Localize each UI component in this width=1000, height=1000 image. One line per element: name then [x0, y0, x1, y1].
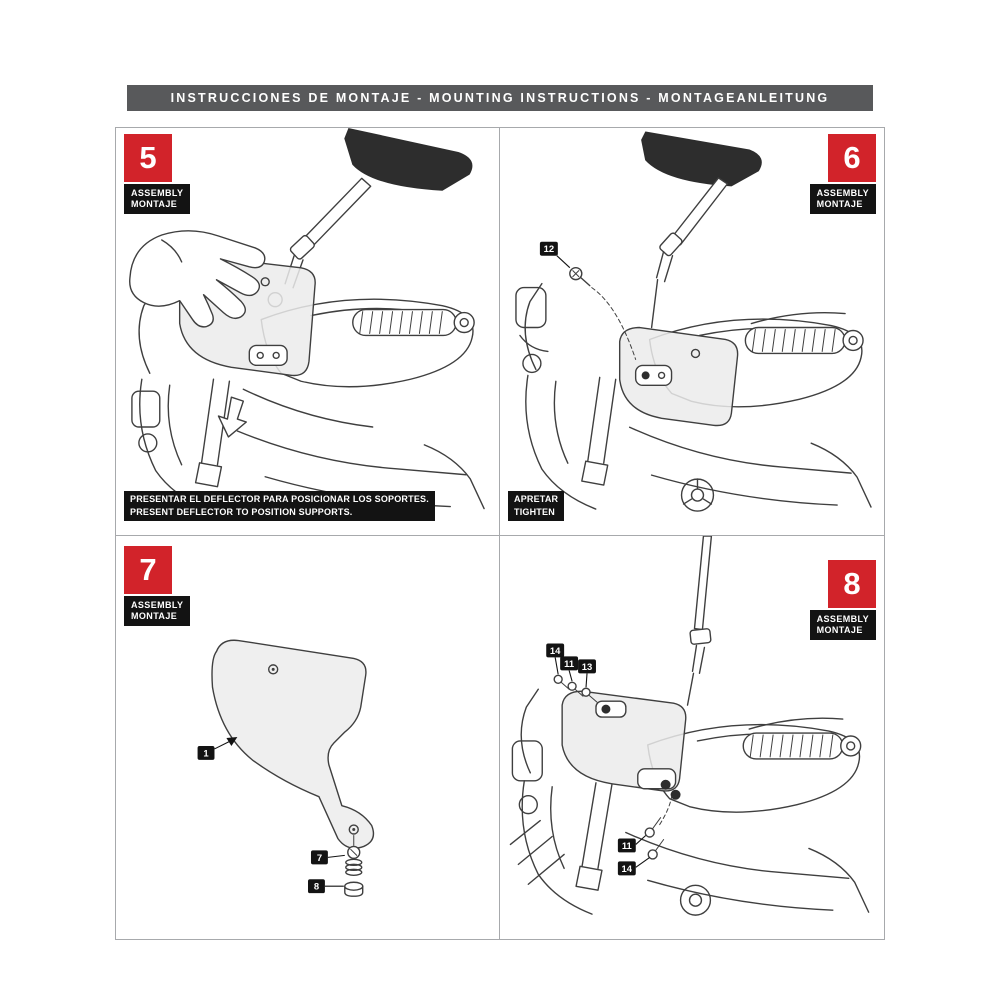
mirror-stem: [686, 536, 713, 706]
grip-hatch: [749, 734, 834, 758]
step-number: 5: [124, 134, 172, 182]
caption-line: APRETAR: [514, 494, 559, 504]
step-number: 8: [828, 560, 876, 608]
part-tag-14-bottom: 14: [617, 856, 651, 876]
illustration-step-5: [129, 128, 485, 512]
part-tag-label: 7: [317, 853, 322, 864]
deflector: [618, 326, 739, 427]
step-label: ASSEMBLY MONTAJE: [124, 184, 191, 214]
screw-icon: [569, 266, 637, 360]
part-tag-label: 12: [544, 244, 555, 255]
part-tag-12: 12: [539, 241, 571, 269]
mirror-icon: [284, 128, 473, 289]
illustration-step-7: 1 7 8: [197, 639, 375, 897]
panel-step-8: 14 11 13 11: [500, 536, 884, 939]
deflector-part: [211, 639, 375, 849]
screws-top: [553, 674, 598, 703]
step-label-line: MONTAJE: [816, 625, 863, 635]
mirror-icon: [641, 131, 762, 329]
handguard: [647, 717, 862, 813]
step-label-line: MONTAJE: [131, 199, 178, 209]
part-tag-label: 14: [550, 646, 561, 657]
part-tag-label: 11: [622, 841, 632, 852]
caption: PRESENTAR EL DEFLECTOR PARA POSICIONAR L…: [124, 491, 435, 521]
part-tag-7: 7: [310, 850, 345, 865]
panel-step-7: 1 7 8 7 ASSEMBLY MONTAJE: [116, 536, 500, 939]
step-label-line: ASSEMBLY: [816, 188, 869, 198]
handguard: [260, 298, 475, 388]
motorcycle-body: [509, 688, 870, 916]
caption: APRETAR TIGHTEN: [508, 491, 565, 521]
step-label-line: ASSEMBLY: [131, 188, 184, 198]
part-tag-13-top: 13: [578, 659, 596, 688]
step-label: ASSEMBLY MONTAJE: [124, 596, 191, 626]
grommet: [344, 881, 364, 897]
part-tag-label: 1: [203, 748, 208, 759]
grip-hatch: [751, 329, 836, 352]
caption-line: PRESENT DEFLECTOR TO POSITION SUPPORTS.: [130, 507, 353, 517]
caption-line: PRESENTAR EL DEFLECTOR PARA POSICIONAR L…: [130, 494, 429, 504]
step-label: ASSEMBLY MONTAJE: [809, 610, 876, 640]
panel-step-5: 5 ASSEMBLY MONTAJE PRESENTAR EL DEFLECTO…: [116, 128, 500, 536]
deflector: [561, 690, 687, 800]
header-bar: INSTRUCCIONES DE MONTAJE - MOUNTING INST…: [127, 85, 873, 111]
part-tag-8: 8: [307, 879, 344, 894]
step-label-line: MONTAJE: [816, 199, 863, 209]
panel-grid: 5 ASSEMBLY MONTAJE PRESENTAR EL DEFLECTO…: [115, 127, 885, 940]
part-tag-11-bottom: 11: [617, 835, 647, 853]
part-tag-1: 1: [197, 737, 238, 760]
panel-step-6: 12 6 ASSEMBLY MONTAJE APRETAR TIGHTEN: [500, 128, 884, 536]
step-label: ASSEMBLY MONTAJE: [809, 184, 876, 214]
part-tag-label: 13: [582, 662, 593, 673]
part-tag-label: 8: [314, 882, 319, 893]
part-tag-label: 11: [564, 659, 574, 670]
hand: [129, 230, 266, 328]
part-tag-14-top: 14: [546, 643, 565, 675]
step-label-line: ASSEMBLY: [816, 614, 869, 624]
step-label-line: ASSEMBLY: [131, 600, 184, 610]
screws-bottom: [644, 796, 673, 860]
grip-hatch: [359, 311, 443, 334]
header-title: INSTRUCCIONES DE MONTAJE - MOUNTING INST…: [170, 91, 830, 105]
step-number: 7: [124, 546, 172, 594]
part-tag-label: 14: [622, 864, 633, 875]
screw-with-spring: [345, 834, 363, 876]
caption-line: TIGHTEN: [514, 507, 555, 517]
step-number: 6: [828, 134, 876, 182]
illustration-step-8: 14 11 13 11: [509, 536, 870, 916]
illustration-step-6: 12: [515, 131, 872, 512]
motorcycle-body: [515, 282, 872, 512]
part-tag-11-top: 11: [560, 656, 579, 682]
step-label-line: MONTAJE: [131, 611, 178, 621]
down-arrow-icon: [217, 396, 248, 438]
